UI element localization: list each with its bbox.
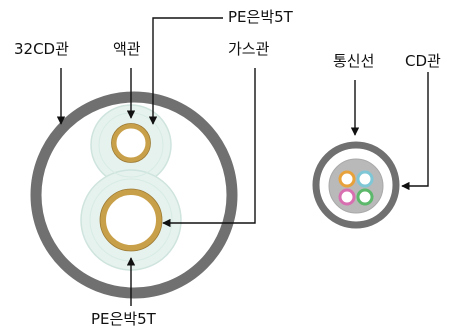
label-pe-bottom: PE은박5T — [91, 310, 156, 328]
label-cd32: 32CD관 — [14, 40, 69, 58]
liquid-copper-pipe — [111, 123, 151, 163]
gas-copper-pipe — [100, 189, 162, 251]
wire-blue — [356, 170, 374, 188]
leader-gas-pipe — [162, 68, 256, 228]
comm-core — [328, 158, 384, 214]
leader-cd-pipe — [401, 72, 429, 191]
label-gas-pipe: 가스관 — [228, 40, 270, 58]
gas-copper-pipe-edge — [99, 188, 163, 252]
label-comm-line: 통신선 — [333, 52, 375, 70]
label-pe-top: PE은박5T — [228, 8, 293, 26]
label-liquid-pipe: 액관 — [113, 40, 141, 58]
leader-pe-top — [148, 17, 223, 125]
wire-pink — [338, 188, 356, 206]
label-cd-pipe: CD관 — [405, 52, 441, 70]
wire-orange — [338, 170, 356, 188]
liquid-copper-pipe-edge — [111, 123, 151, 163]
wire-green — [356, 188, 374, 206]
